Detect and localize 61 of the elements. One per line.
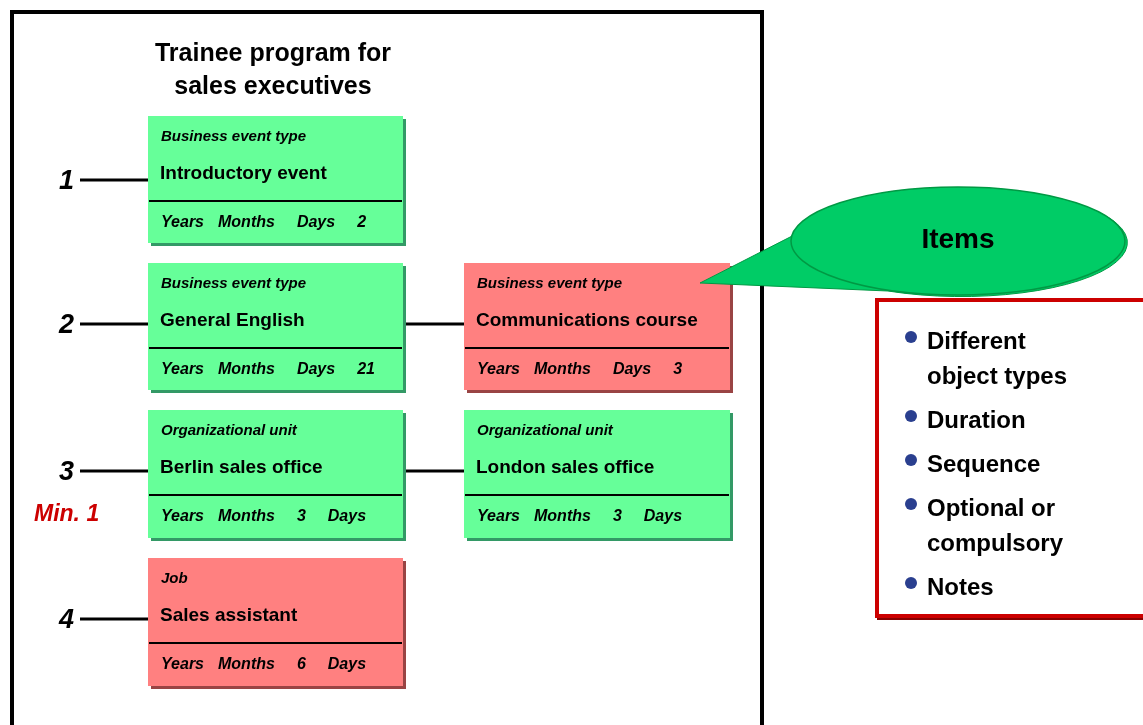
duration-field: Days: [612, 360, 652, 378]
sequence-number: 1: [50, 164, 80, 196]
duration-field: 6: [296, 655, 306, 673]
duration-field: Months: [534, 360, 591, 378]
duration-field: Years: [161, 213, 204, 231]
object-type: Job: [161, 569, 188, 586]
object-name: Berlin sales office: [160, 456, 323, 478]
duration-field: 21: [357, 360, 375, 378]
duration-field: Days: [327, 507, 367, 525]
object-type: Business event type: [161, 127, 307, 144]
object-card: [148, 263, 403, 390]
item-text: Notes: [927, 572, 994, 602]
duration-field: Years: [477, 360, 520, 378]
connector-line: [403, 322, 464, 326]
duration-field: Days: [643, 507, 683, 525]
object-card: [464, 263, 730, 390]
object-card: [464, 410, 730, 538]
program-frame: [10, 10, 764, 725]
items-panel: [875, 298, 1143, 618]
duration-field: Days: [327, 655, 367, 673]
connector-line: [80, 469, 148, 473]
connector-line: [403, 469, 464, 473]
sequence-number: 3: [50, 455, 80, 487]
duration-field: 3: [296, 507, 306, 525]
duration-field: 3: [673, 360, 683, 378]
duration-field: Months: [218, 507, 275, 525]
object-name: Sales assistant: [160, 604, 298, 626]
minimum-note: Min. 1: [34, 500, 100, 527]
connector-line: [80, 617, 148, 621]
duration-field: Years: [161, 507, 204, 525]
object-type: Business event type: [161, 274, 307, 291]
duration-field: Years: [477, 507, 520, 525]
duration-field: Months: [218, 213, 275, 231]
duration-field: Years: [161, 360, 204, 378]
object-card: [148, 410, 403, 538]
duration-field: Days: [296, 213, 336, 231]
item-text: Optional or compulsory: [927, 493, 1065, 558]
sequence-number: 2: [50, 308, 80, 340]
connector-line: [80, 322, 148, 326]
duration-field: Months: [218, 655, 275, 673]
duration-field: 3: [612, 507, 622, 525]
duration-field: Months: [534, 507, 591, 525]
duration-field: 2: [357, 213, 367, 231]
object-name: London sales office: [476, 456, 655, 478]
item-text: Duration: [927, 405, 1026, 435]
item-text: Different object types: [927, 326, 1069, 391]
duration-field: Years: [161, 655, 204, 673]
object-name: General English: [160, 309, 305, 331]
object-name: Communications course: [476, 309, 698, 331]
object-card: [148, 558, 403, 686]
object-type: Business event type: [477, 274, 623, 291]
object-type: Organizational unit: [477, 421, 613, 438]
connector-line: [80, 178, 148, 182]
duration-field: Days: [296, 360, 336, 378]
duration-field: Months: [218, 360, 275, 378]
program-title: Trainee program for sales executives: [153, 37, 393, 101]
object-type: Organizational unit: [161, 421, 297, 438]
object-card: [148, 116, 403, 243]
item-text: Sequence: [927, 449, 1041, 479]
object-name: Introductory event: [160, 162, 327, 184]
sequence-number: 4: [50, 603, 80, 635]
